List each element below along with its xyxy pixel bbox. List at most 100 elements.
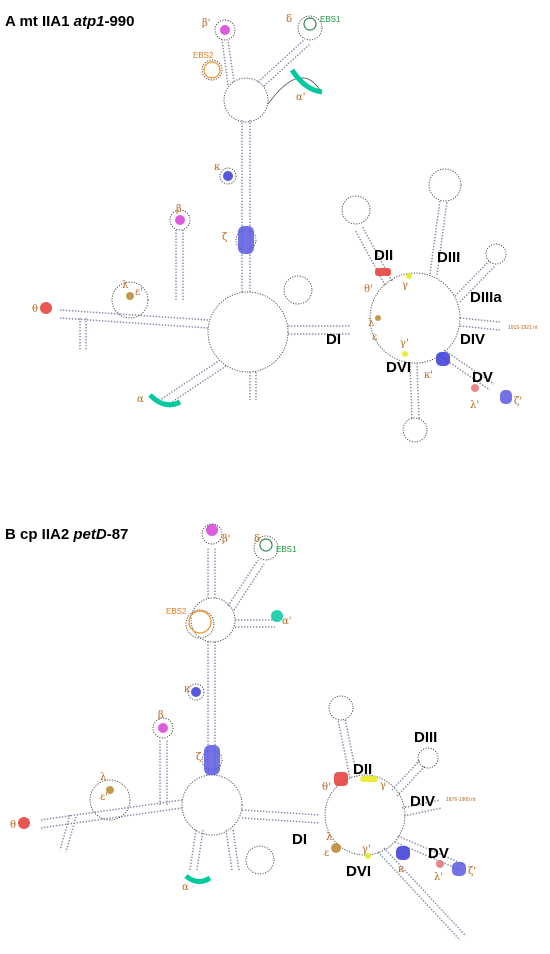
panel-b-label-epsilon: ε bbox=[324, 848, 329, 859]
panel-b-beta-stem bbox=[159, 740, 168, 805]
panel-a-zeta-motif bbox=[238, 226, 254, 254]
panel-b-ebs1-loop bbox=[253, 535, 279, 561]
panel-a-epsilon-motif bbox=[375, 315, 381, 321]
panel-b-dvi-stem bbox=[377, 847, 467, 941]
panel-b-theta-prime-motif bbox=[334, 772, 348, 786]
panel-a-di-central-loop bbox=[207, 291, 289, 373]
panel-b-domain-di: DI bbox=[292, 831, 307, 848]
panel-a-kappa-motif bbox=[223, 171, 233, 181]
panel-a-diii-stem bbox=[429, 199, 448, 276]
panel-b-theta-motif bbox=[18, 817, 30, 829]
panel-b-title: B cp IIA2 petD-87 bbox=[5, 526, 128, 543]
panel-a-ebs1-motif bbox=[303, 17, 317, 31]
panel-a-beta-loop bbox=[169, 209, 191, 231]
panel-a-upper-junction-loop bbox=[223, 77, 269, 123]
panel-b-label-theta: θ bbox=[10, 820, 16, 831]
panel-a-left-internal-loop bbox=[111, 281, 149, 319]
panel-a-title: A mt IIA1 atp1-990 bbox=[5, 13, 135, 30]
panel-b-alpha-motif bbox=[184, 874, 212, 884]
panel-b-label-lambda2: λ bbox=[326, 832, 333, 843]
panel-b: B cp IIA2 petD-87 bbox=[5, 523, 476, 941]
panel-b-domain-dvi: DVI bbox=[346, 863, 371, 880]
panel-b-label-beta: β bbox=[158, 710, 164, 721]
panel-a-label-zeta-prime: ζ' bbox=[514, 396, 522, 407]
panel-b-label-ebs1: EBS1 bbox=[276, 545, 297, 554]
panel-b-beta-loop bbox=[152, 717, 174, 739]
panel-b-gamma-prime-motif bbox=[365, 853, 371, 859]
panel-a-kappa-bulge bbox=[219, 167, 237, 185]
panel-b-alpha-stem bbox=[189, 829, 204, 871]
panel-b-label-theta-prime: θ' bbox=[322, 782, 331, 793]
panel-b-lambda-motif bbox=[106, 786, 114, 794]
panel-b-lambda-prime-motif bbox=[436, 860, 444, 868]
panel-a-beta-prime-motif bbox=[220, 25, 230, 35]
panel-a-diiia-loop bbox=[485, 243, 507, 265]
panel-a-alpha-stem bbox=[159, 359, 227, 407]
panel-b-connector-stem bbox=[241, 809, 321, 824]
panel-a-label-lambda2: λ bbox=[368, 318, 375, 329]
panel-a-label-gamma-prime: γ' bbox=[400, 338, 409, 349]
panel-a-ebs2-loop bbox=[201, 59, 223, 81]
panel-a-dii-stem bbox=[354, 225, 393, 286]
panel-b-domain-diii: DIII bbox=[414, 729, 437, 746]
panel-a-div-stem bbox=[459, 317, 501, 331]
panel-b-label-lambda-prime: λ' bbox=[434, 872, 443, 883]
panel-a: A mt IIA1 atp1-990 bbox=[5, 13, 538, 443]
panel-a-domain-diii: DIII bbox=[437, 249, 460, 266]
panel-a-dii-loop bbox=[341, 195, 371, 225]
panel-a-label-theta: θ bbox=[32, 304, 38, 315]
panel-b-ebs2-motif bbox=[188, 610, 212, 634]
panel-a-di-main-stem bbox=[241, 120, 251, 292]
panel-b-dii-stem bbox=[337, 718, 358, 779]
panel-b-domain-dii: DII bbox=[353, 761, 372, 778]
panel-b-ebs1-stem bbox=[227, 559, 265, 611]
panel-a-domain-dvi: DVI bbox=[386, 359, 411, 376]
panel-b-wheel-loop bbox=[324, 774, 406, 856]
panel-a-kappa-prime-motif bbox=[436, 352, 450, 366]
panel-b-domain-dv: DV bbox=[428, 845, 449, 862]
panel-a-lambda-motif bbox=[126, 292, 134, 300]
panel-b-beta-prime-motif bbox=[206, 524, 218, 536]
panel-b-alpha-prime-motif bbox=[271, 610, 283, 622]
panel-a-lower-left-stem bbox=[79, 318, 87, 350]
panel-b-dii-loop bbox=[328, 695, 354, 721]
panel-a-label-epsilon-prime: ε' bbox=[135, 287, 143, 298]
panel-a-lower-stem bbox=[249, 372, 257, 400]
panel-b-beta-prime-stem bbox=[207, 548, 216, 598]
panel-a-label-ebs1: EBS1 bbox=[320, 15, 341, 24]
panel-b-alpha-prime-stem bbox=[235, 619, 275, 628]
panel-b-label-gamma: γ bbox=[380, 780, 386, 791]
panel-b-gamma-motif bbox=[360, 776, 378, 782]
panel-a-label-lambda-prime: λ' bbox=[470, 400, 479, 411]
panel-a-theta-motif bbox=[40, 302, 52, 314]
panel-a-zeta-prime-motif bbox=[500, 390, 512, 404]
panel-a-label-alpha: α bbox=[137, 394, 144, 405]
panel-b-beta-motif bbox=[158, 723, 168, 733]
panel-a-dvi-loop bbox=[402, 417, 428, 443]
panel-a-label-lambda: λ bbox=[122, 280, 129, 291]
panel-b-label-ebs2: EBS2 bbox=[166, 607, 187, 616]
panel-a-beta-prime-stem bbox=[221, 39, 235, 86]
panel-b-div-stem bbox=[401, 799, 443, 817]
panel-a-right-hairpin-loop bbox=[283, 275, 313, 305]
panel-a-theta-prime-motif bbox=[375, 268, 391, 276]
panel-a-diii-loop bbox=[428, 168, 462, 202]
panel-b-kappa-motif bbox=[191, 687, 201, 697]
panel-a-beta-motif bbox=[175, 215, 185, 225]
panel-a-label-kappa: κ bbox=[214, 162, 221, 173]
panel-b-ebs1-motif bbox=[259, 538, 273, 552]
panel-b-kappa-prime-motif bbox=[396, 846, 410, 860]
panel-a-ebs1-loop bbox=[297, 15, 323, 41]
panel-a-connector-stem bbox=[288, 325, 350, 335]
panel-b-zeta-prime-motif bbox=[452, 862, 466, 876]
panel-a-label-theta-prime: θ' bbox=[364, 284, 373, 295]
panel-a-label-zeta: ζ bbox=[222, 232, 228, 243]
panel-b-domain-div: DIV bbox=[410, 793, 435, 810]
panel-b-label-delta: δ bbox=[254, 534, 260, 545]
panel-a-label-ebs2: EBS2 bbox=[193, 51, 214, 60]
panel-a-label-epsilon: ε bbox=[372, 332, 377, 343]
panel-a-beta-stem bbox=[175, 230, 184, 300]
panel-b-lower-stem bbox=[225, 829, 240, 871]
panel-b-ebs2-loop bbox=[185, 609, 215, 639]
